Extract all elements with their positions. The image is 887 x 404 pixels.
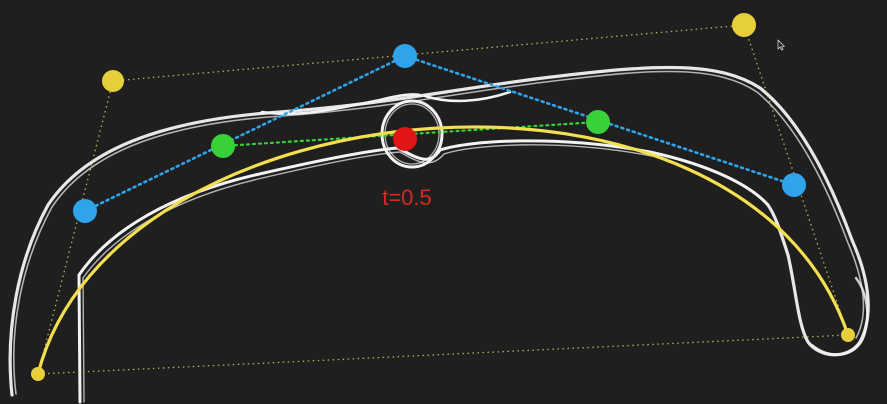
sketch-outline [8,65,870,404]
control-polygon-seg-1 [37,80,114,375]
sketch-bump-left [260,93,422,116]
level1-point-b [393,44,417,68]
sketch-outline-outer-2 [12,70,865,395]
result-point [393,127,417,151]
control-polygon-seg-4 [37,334,849,375]
sketch-right-bottom [810,276,869,356]
level2-point-a [211,134,235,158]
level2-points [211,110,610,158]
sketch-outline-inner-2 [82,144,653,403]
t-label: t=0.5 [382,185,432,210]
control-polygon-seg-2 [112,24,745,82]
bezier-curve [36,125,850,376]
sketch-outline-inner [77,139,770,404]
control-point-p2[interactable] [732,13,756,37]
control-points [31,13,855,381]
level1-line-a [83,54,407,213]
control-polygon [37,24,849,375]
mouse-cursor-icon [777,39,785,51]
control-point-p3[interactable] [841,328,855,342]
sketch-outline-outer [8,65,870,397]
control-point-p0[interactable] [31,367,45,381]
sketch-bump-right [423,90,512,103]
level1-points [73,44,806,223]
level1-point-a [73,199,97,223]
level1-point-c [782,173,806,197]
control-point-p1[interactable] [102,70,124,92]
level2-point-b [586,110,610,134]
